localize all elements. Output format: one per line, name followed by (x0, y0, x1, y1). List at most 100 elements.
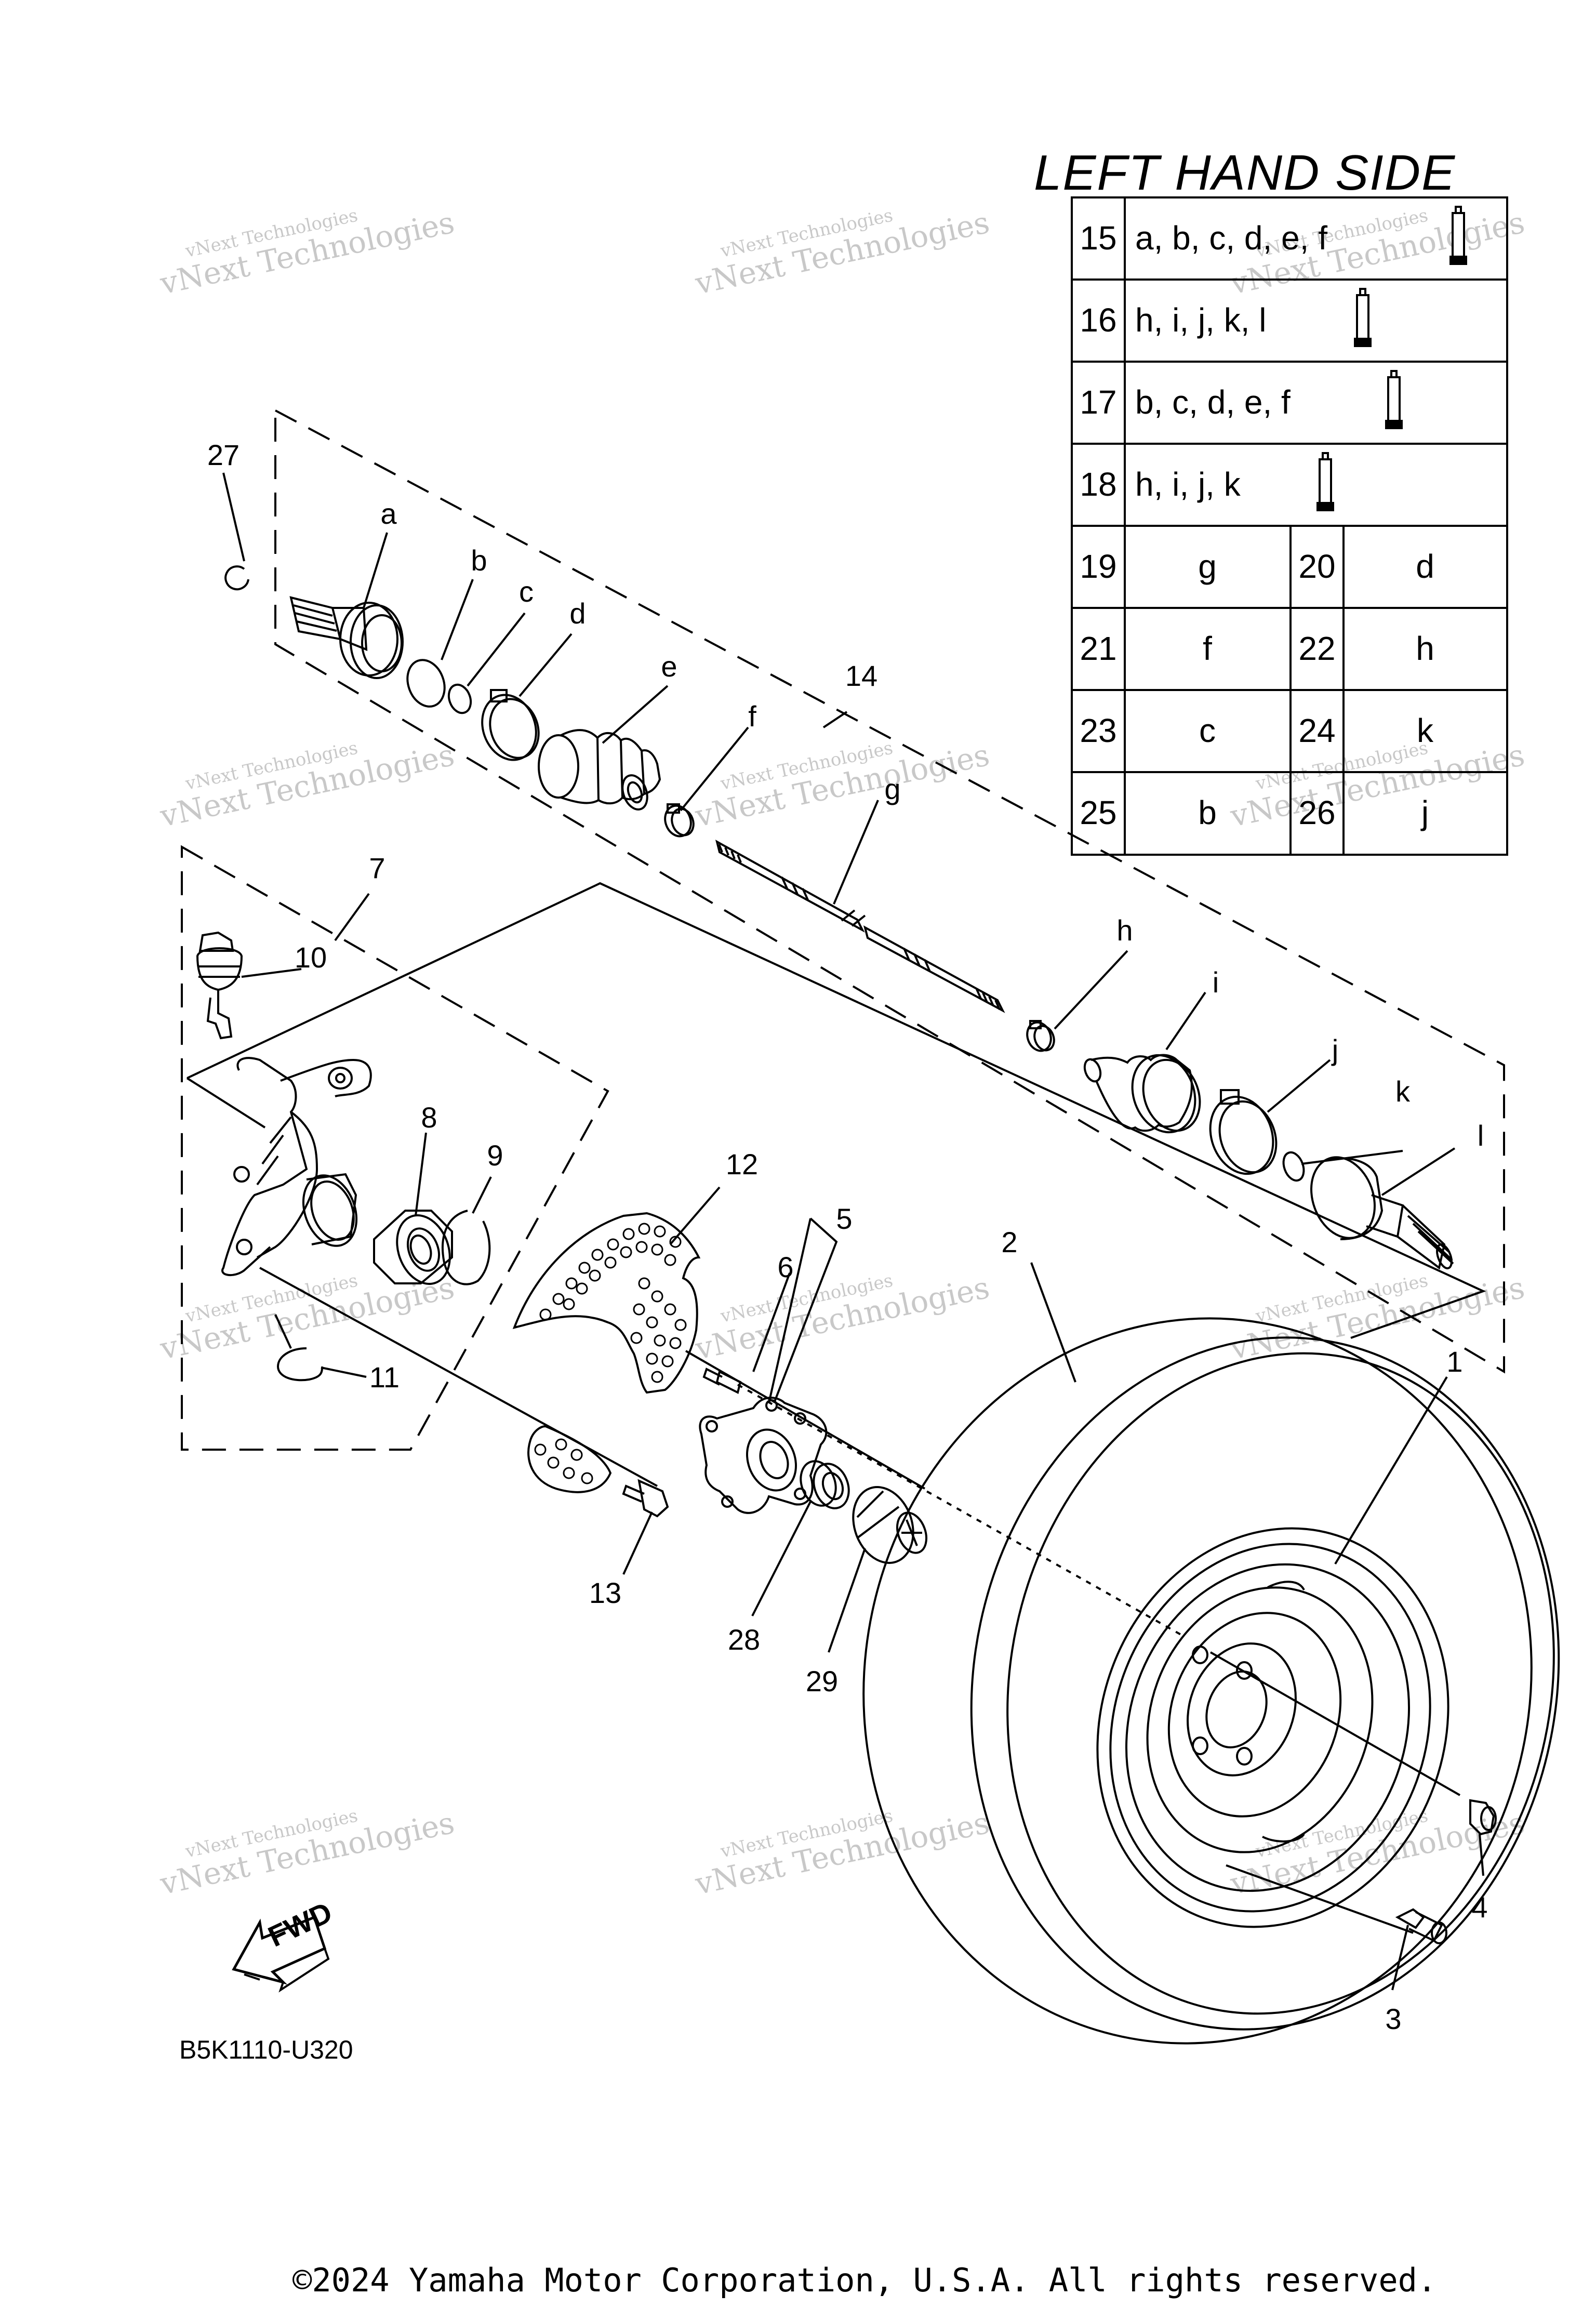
kit-parts: b, c, d, e, f (1135, 383, 1291, 421)
table-title: LEFT HAND SIDE (1034, 145, 1456, 201)
part-letter: g (1198, 548, 1217, 585)
watermark: vNext Technologies vNext Technologies (1227, 737, 1528, 834)
callout-a: a (380, 497, 397, 530)
grease-tube-icon (1385, 370, 1403, 429)
grease-icons (1316, 206, 1467, 511)
part-number: 21 (1080, 630, 1116, 667)
circlip-k (1282, 1151, 1305, 1182)
circlip-11 (276, 1347, 323, 1382)
circlip-9 (442, 1210, 491, 1285)
stud-bolt-6 (702, 1368, 742, 1394)
part-number: 19 (1080, 548, 1116, 585)
watermark: vNext Technologies vNext Technologies (692, 737, 993, 834)
callout-5: 5 (836, 1202, 852, 1235)
callout-3: 3 (1385, 2002, 1401, 2035)
diagram-code: B5K1110-U320 (179, 2035, 353, 2064)
callout-e: e (661, 650, 677, 683)
kit-number: 17 (1080, 383, 1116, 421)
leader-lines (222, 472, 1484, 1991)
fwd-label: FWD (263, 1895, 337, 1953)
copyright-notice: ©2024 Yamaha Motor Corporation, U.S.A. A… (292, 2261, 1437, 2299)
callout-i: i (1213, 966, 1219, 999)
callout-28: 28 (728, 1623, 760, 1656)
kit-parts: h, i, j, k (1135, 466, 1241, 503)
callout-14: 14 (845, 659, 877, 692)
disc-holes (534, 1223, 687, 1484)
callout-9: 9 (487, 1139, 503, 1172)
parts (196, 565, 1560, 2045)
callout-1: 1 (1446, 1345, 1462, 1378)
boot-band-d (481, 689, 540, 761)
watermark: vNext Technologies vNext Technologies (1227, 1270, 1528, 1367)
callout-c: c (519, 575, 534, 608)
watermark: vNext Technologies vNext Technologies (157, 205, 458, 302)
part-letter: k (1417, 712, 1434, 749)
kit-parts: a, b, c, d, e, f (1135, 219, 1327, 257)
circlip-27 (224, 565, 249, 591)
part-letter: d (1416, 548, 1434, 585)
hub-5 (699, 1397, 828, 1514)
boot-band-j (1209, 1089, 1278, 1175)
callout-11: 11 (369, 1361, 400, 1394)
watermark: vNext Technologies vNext Technologies (692, 1805, 993, 1902)
brake-disc-12 (512, 1212, 701, 1493)
callout-j: j (1331, 1033, 1338, 1066)
part-number: 24 (1298, 712, 1335, 749)
callout-13: 13 (589, 1576, 621, 1609)
o-ring-b (406, 659, 446, 708)
callout-g: g (884, 773, 900, 805)
fwd-arrow-icon (232, 1915, 330, 1993)
table-text: 15 a, b, c, d, e, f 16 h, i, j, k, l 17 … (1080, 219, 1434, 831)
boot-e (538, 729, 661, 811)
axis-line (259, 1267, 658, 1487)
callout-4: 4 (1471, 1891, 1487, 1924)
cv-joint-inner-a (289, 596, 404, 679)
callout-6: 6 (777, 1251, 793, 1283)
part-letter: c (1199, 712, 1216, 749)
steering-knuckle (221, 1057, 372, 1277)
tire-2 (862, 1317, 1560, 2045)
part-letter: h (1416, 630, 1434, 667)
part-letter: j (1420, 794, 1429, 831)
hub-cap-29 (852, 1486, 928, 1564)
kit-number: 18 (1080, 466, 1116, 503)
watermark: vNext Technologies vNext Technologies (157, 737, 458, 834)
cv-joint-outer-l (1310, 1156, 1454, 1270)
grease-tube-icon (1316, 452, 1334, 511)
watermark: vNext Technologies vNext Technologies (692, 1270, 993, 1367)
part-number: 20 (1298, 548, 1335, 585)
part-number: 25 (1080, 794, 1116, 831)
kit-number: 16 (1080, 301, 1116, 339)
grease-tube-icon (1354, 288, 1372, 347)
wheel-rim-1 (1096, 1527, 1449, 1928)
drive-shaft-group-outline (274, 408, 1505, 1374)
drive-shaft-g (715, 840, 1005, 1013)
part-number: 23 (1080, 712, 1116, 749)
knuckle-group-outline (181, 845, 609, 1451)
boot-i (1083, 1054, 1201, 1134)
callout-7: 7 (369, 852, 385, 884)
spacer-28 (800, 1460, 850, 1509)
watermark: vNext Technologies vNext Technologies (157, 1805, 458, 1902)
kit-table: LEFT HAND SIDE (1034, 145, 1508, 856)
callout-h: h (1116, 914, 1133, 947)
boot-band-f (664, 803, 695, 838)
callout-f: f (748, 700, 756, 733)
valve-stem-3 (1395, 1908, 1447, 1944)
kit-number: 15 (1080, 219, 1116, 257)
callout-l: l (1478, 1119, 1484, 1152)
watermark: vNext Technologies vNext Technologies (692, 205, 993, 302)
callout-27: 27 (207, 439, 240, 471)
wheel-nut-4 (1469, 1799, 1497, 1836)
kit-parts: h, i, j, k, l (1135, 301, 1267, 339)
circlip-c (447, 683, 472, 714)
grease-tube-icon (1449, 206, 1467, 265)
callout-12: 12 (726, 1148, 758, 1180)
part-letter: f (1203, 630, 1212, 667)
boot-band-h (1026, 1020, 1055, 1052)
callout-labels: 1 2 3 4 5 6 7 8 9 10 11 12 13 14 27 28 2… (207, 439, 1488, 2035)
callout-10: 10 (295, 941, 327, 974)
assembly-bracket (187, 882, 1486, 1339)
ball-joint-10 (196, 931, 243, 1040)
